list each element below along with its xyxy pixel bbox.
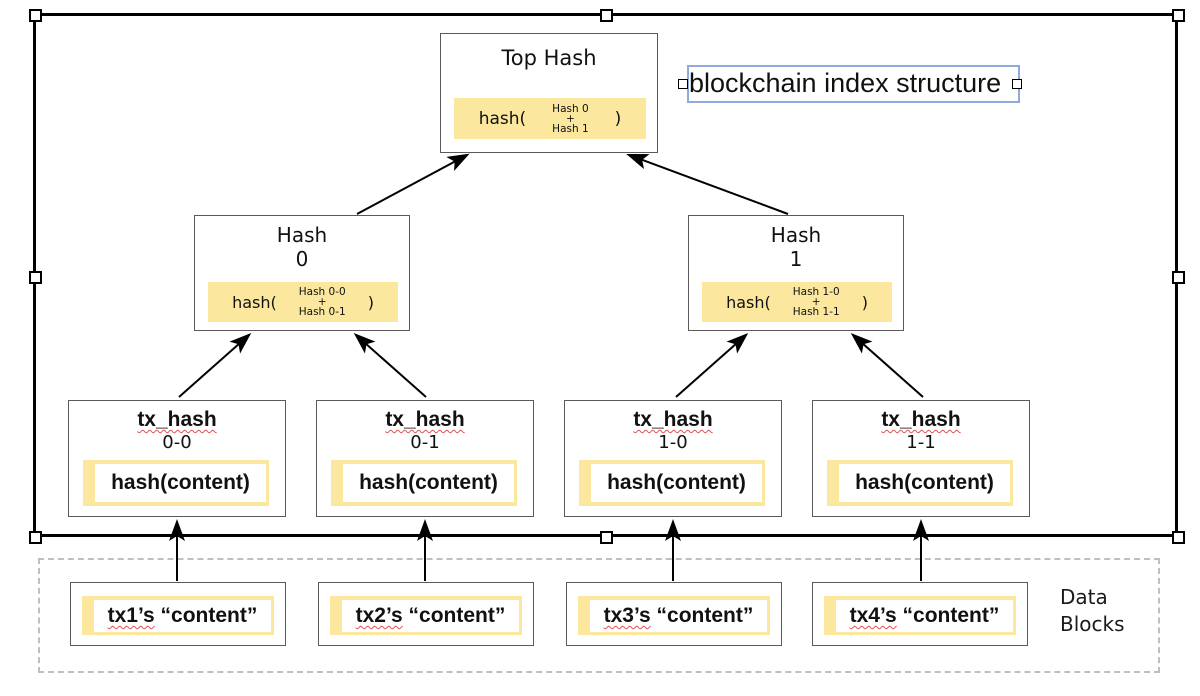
fn-open: hash(: [478, 108, 527, 129]
block-highlight: tx3’s “content”: [578, 596, 770, 635]
data-blocks-region: [38, 558, 1160, 673]
leaf-highlight: hash(content): [579, 460, 765, 506]
leaf-index: 1-0: [658, 432, 688, 453]
leaf-value: hash(content): [591, 464, 762, 502]
top-hash-formula: hash( Hash 0 + Hash 1 ): [454, 98, 646, 139]
node-tx-hash-1-1[interactable]: tx_hash 1-1 hash(content): [812, 400, 1030, 517]
leaf-title: tx_hash: [633, 408, 713, 431]
fn-close: ): [861, 292, 868, 312]
leaf-highlight: hash(content): [331, 460, 517, 506]
label-handle-right[interactable]: [1012, 79, 1022, 89]
leaf-value: hash(content): [343, 464, 514, 502]
block-highlight: tx2’s “content”: [330, 596, 522, 635]
leaf-title: tx_hash: [137, 408, 217, 431]
fn-close: ): [367, 292, 374, 312]
leaf-index: 1-1: [906, 432, 936, 453]
fn-args: Hash 0-0 + Hash 0-1: [298, 286, 346, 318]
leaf-index: 0-1: [410, 432, 440, 453]
node-top-hash[interactable]: Top Hash hash( Hash 0 + Hash 1 ): [440, 33, 658, 153]
hash1-formula: hash( Hash 1-0 + Hash 1-1 ): [702, 282, 892, 322]
fn-open: hash(: [726, 292, 771, 312]
resize-handle-middle-left[interactable]: [29, 271, 42, 284]
resize-handle-bottom-right[interactable]: [1172, 531, 1185, 544]
hash0-formula: hash( Hash 0-0 + Hash 0-1 ): [208, 282, 398, 322]
blockchain-index-structure-label[interactable]: blockchain index structure: [687, 65, 1020, 103]
resize-handle-top-middle[interactable]: [600, 9, 613, 22]
block-label: tx1’s “content”: [94, 600, 271, 632]
label-text: blockchain index structure: [689, 68, 1002, 98]
resize-handle-middle-right[interactable]: [1172, 271, 1185, 284]
resize-handle-bottom-middle[interactable]: [600, 531, 613, 544]
node-data-block-1[interactable]: tx1’s “content”: [70, 582, 286, 646]
leaf-value: hash(content): [95, 464, 266, 502]
top-hash-title: Top Hash: [501, 46, 597, 70]
fn-close: ): [614, 108, 622, 129]
resize-handle-top-left[interactable]: [29, 9, 42, 22]
block-highlight: tx1’s “content”: [82, 596, 274, 635]
leaf-index: 0-0: [162, 432, 192, 453]
node-tx-hash-0-0[interactable]: tx_hash 0-0 hash(content): [68, 400, 286, 517]
fn-args: Hash 0 + Hash 1: [552, 102, 589, 135]
resize-handle-bottom-left[interactable]: [29, 531, 42, 544]
node-data-block-2[interactable]: tx2’s “content”: [318, 582, 534, 646]
block-label: tx4’s “content”: [836, 600, 1013, 632]
node-data-block-4[interactable]: tx4’s “content”: [812, 582, 1028, 646]
leaf-highlight: hash(content): [83, 460, 269, 506]
fn-args: Hash 1-0 + Hash 1-1: [792, 286, 840, 318]
leaf-title: tx_hash: [385, 408, 465, 431]
block-highlight: tx4’s “content”: [824, 596, 1016, 635]
fn-open: hash(: [232, 292, 277, 312]
node-tx-hash-1-0[interactable]: tx_hash 1-0 hash(content): [564, 400, 782, 517]
node-tx-hash-0-1[interactable]: tx_hash 0-1 hash(content): [316, 400, 534, 517]
node-data-block-3[interactable]: tx3’s “content”: [566, 582, 782, 646]
block-label: tx2’s “content”: [342, 600, 519, 632]
label-handle-left[interactable]: [678, 79, 688, 89]
leaf-highlight: hash(content): [827, 460, 1013, 506]
leaf-title: tx_hash: [881, 408, 961, 431]
block-label: tx3’s “content”: [590, 600, 767, 632]
leaf-value: hash(content): [839, 464, 1010, 502]
resize-handle-top-right[interactable]: [1172, 9, 1185, 22]
